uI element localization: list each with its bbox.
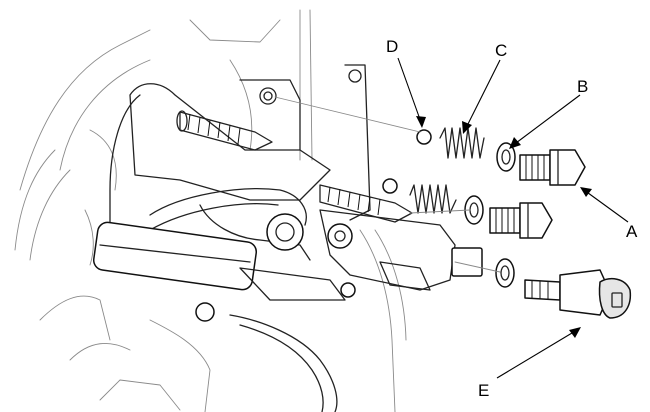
switch-housing xyxy=(319,209,483,291)
bolt-upper xyxy=(519,149,586,186)
leader-d xyxy=(397,57,423,126)
reverse-switch xyxy=(524,269,632,319)
callout-label-c: C xyxy=(495,41,507,60)
shift-fork-assembly xyxy=(92,188,356,412)
callout-label-d: D xyxy=(386,37,398,56)
leader-d-arrowhead xyxy=(416,116,426,128)
transmission-housing xyxy=(14,9,407,412)
leader-a xyxy=(583,189,629,223)
callout-leaders xyxy=(397,57,629,379)
upper-stud xyxy=(176,110,273,151)
bolt-lower xyxy=(489,202,553,239)
callout-label-b: B xyxy=(577,77,588,96)
spring-upper xyxy=(439,127,485,159)
leader-b-arrowhead xyxy=(509,137,521,149)
ball-upper xyxy=(416,129,432,145)
washer-switch xyxy=(495,258,515,288)
leader-b xyxy=(511,94,581,147)
callout-label-a: A xyxy=(626,222,638,241)
mounting-bracket xyxy=(109,64,371,236)
alignment-lines xyxy=(274,96,501,273)
washer-upper xyxy=(496,142,516,172)
leader-e xyxy=(496,329,578,379)
leader-c-arrowhead xyxy=(462,121,472,134)
callout-label-e: E xyxy=(478,381,489,400)
lower-stud xyxy=(319,184,413,223)
leader-c xyxy=(464,59,501,131)
ball-lower xyxy=(382,178,398,194)
leader-e-arrowhead xyxy=(569,327,581,338)
spring-lower xyxy=(409,184,457,214)
leader-a-arrowhead xyxy=(580,187,592,197)
